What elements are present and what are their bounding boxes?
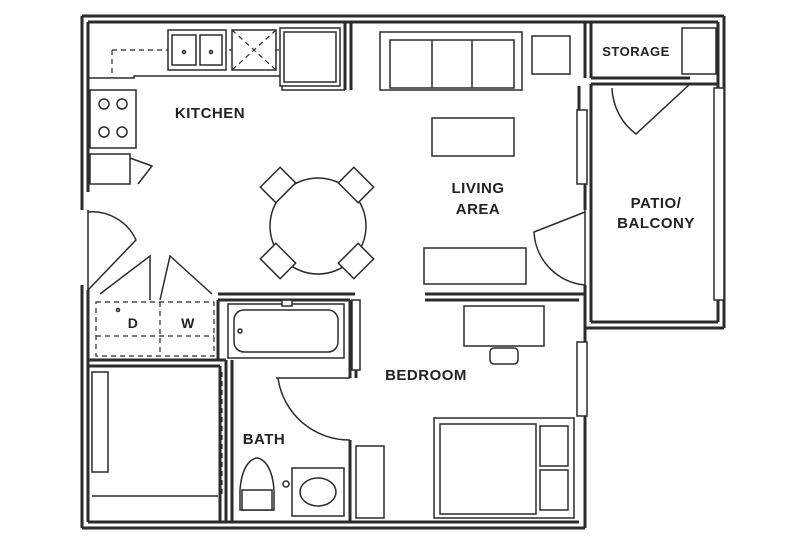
dining-table (259, 166, 375, 280)
desk-chair-icon (489, 347, 519, 365)
coffee-table-icon (431, 117, 515, 157)
sofa-icon (379, 31, 523, 91)
living-area-label-line2: AREA (456, 201, 501, 218)
sink-icon (167, 29, 227, 71)
living-furniture (379, 31, 571, 285)
tv-console-icon (423, 247, 527, 285)
bedroom-closet (91, 371, 223, 497)
pantry-icon (89, 153, 131, 185)
refrigerator-icon (279, 27, 341, 87)
kitchen-counter (88, 27, 345, 185)
patio-label-line1: PATIO/ (631, 195, 682, 212)
dryer-label: D (128, 315, 139, 331)
living-area-label-line1: LIVING (451, 180, 504, 197)
chair-icon (259, 166, 297, 204)
storage-label: STORAGE (602, 44, 670, 59)
stove-icon (89, 89, 137, 149)
interior-walls (88, 22, 718, 522)
room-labels: KITCHEN STORAGE LIVING AREA PATIO/ BALCO… (128, 44, 695, 448)
bed-icon (433, 417, 575, 519)
chair-icon (259, 242, 297, 280)
bath-fixtures (227, 299, 361, 517)
end-table-icon (531, 35, 571, 75)
storage-door (611, 27, 717, 135)
kitchen-label: KITCHEN (175, 105, 245, 122)
storage-shelf-icon (681, 27, 717, 75)
outer-walls (80, 14, 726, 530)
windows (576, 87, 725, 417)
chair-icon (337, 242, 375, 280)
patio-label-line2: BALCONY (617, 215, 695, 232)
washer-label: W (181, 315, 195, 331)
desk-icon (463, 305, 545, 347)
dresser-icon (355, 445, 385, 519)
entry-door (87, 210, 137, 291)
bathtub-icon (227, 303, 345, 359)
laundry-closet (95, 254, 215, 357)
bath-label: BATH (243, 431, 286, 448)
bedroom-furniture (355, 305, 575, 519)
chair-icon (337, 166, 375, 204)
patio-door (533, 210, 586, 286)
bedroom-label: BEDROOM (385, 367, 467, 384)
